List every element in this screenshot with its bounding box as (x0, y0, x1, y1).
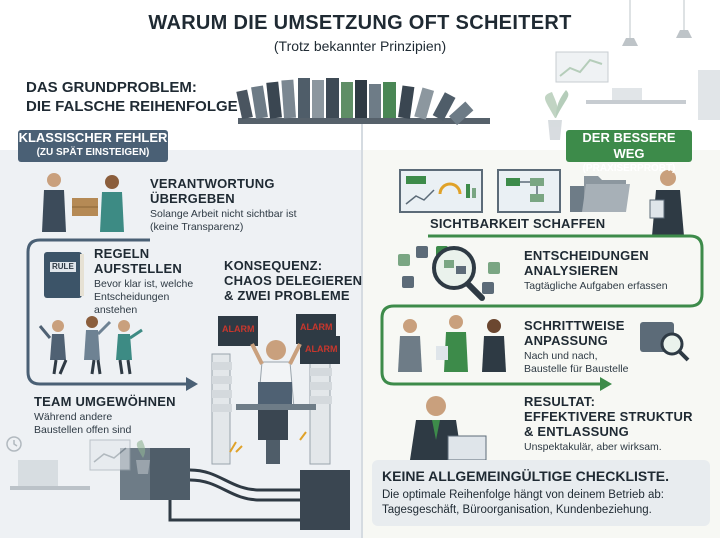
result-block: RESULTAT: EFFEKTIVERE STRUKTUR & ENTLASS… (524, 394, 693, 454)
panel-divider (361, 118, 363, 538)
left-step-2-sub-3: anstehen (94, 304, 138, 316)
alarm-label-2: ALARM (300, 322, 333, 332)
left-step-1-title-2: ÜBERGEBEN (150, 191, 235, 206)
classic-mistake-title: KLASSISCHER FEHLER (18, 130, 168, 145)
right-step-3-sub-2: Baustelle für Baustelle (524, 363, 629, 375)
arguing-team-icon (38, 316, 143, 375)
right-flow-arrow (380, 234, 704, 391)
left-step-3: TEAM UMGEWÖHNEN Während andere Baustelle… (34, 394, 176, 437)
left-flow-arrow (26, 238, 198, 391)
classic-mistake-tag: KLASSISCHER FEHLER (ZU SPÄT EINSTEIGEN) (18, 130, 168, 162)
team-meeting-icon (398, 315, 506, 372)
core-problem-line-2: DIE FALSCHE REIHENFOLGE (26, 98, 238, 115)
left-step-3-sub-1: Während andere (34, 411, 113, 423)
result-line-3: & ENTLASSUNG (524, 424, 629, 439)
better-way-tag: DER BESSERE WEG (PRAXISERPROBT) (566, 130, 692, 174)
result-sub: Unspektakulär, aber wirksam. (524, 441, 662, 453)
right-step-3: SCHRITTWEISE ANPASSUNG Nach und nach, Ba… (524, 318, 628, 376)
right-step-3-sub-1: Nach und nach, (524, 350, 598, 362)
laptop-man-icon (410, 396, 492, 464)
office-background-icon (544, 0, 720, 140)
consequence-line-2: CHAOS DELEGIEREN (224, 273, 363, 288)
left-step-2-sub-2: Entscheidungen (94, 291, 170, 303)
rule-book-icon (44, 252, 84, 298)
right-step-3-title-1: SCHRITTWEISE (524, 318, 625, 333)
result-line-2: EFFEKTIVERE STRUKTUR (524, 409, 693, 424)
left-step-2-title-2: AUFSTELLEN (94, 261, 182, 276)
better-way-subtitle: (PRAXISERPROBT) (582, 163, 676, 174)
consequence-line-3: & ZWEI PROBLEME (224, 288, 350, 303)
left-step-1-sub-1: Solange Arbeit nicht sichtbar ist (150, 208, 297, 220)
left-step-3-sub-2: Baustellen offen sind (34, 424, 132, 436)
page-subtitle: (Trotz bekannter Prinzipien) (273, 38, 447, 54)
no-checklist-text: Die optimale Reihenfolge hängt von deine… (382, 488, 702, 518)
dashboard-screen-icon (399, 169, 561, 213)
people-handover-icon (42, 173, 124, 232)
consequence-block: KONSEQUENZ: CHAOS DELEGIEREN & ZWEI PROB… (224, 258, 362, 303)
core-problem-heading: DAS GRUNDPROBLEM: DIE FALSCHE REIHENFOLG… (26, 78, 238, 116)
books-row-icon (236, 78, 490, 126)
right-step-2: ENTSCHEIDUNGEN ANALYSIEREN Tagtägliche A… (524, 248, 668, 293)
alarm-label-3: ALARM (305, 344, 338, 354)
no-checklist-text-2: Tagesgeschäft, Büroorganisation, Kundenb… (382, 504, 652, 516)
right-step-1-title: SICHTBARKEIT SCHAFFEN (430, 216, 606, 231)
left-step-1: VERANTWORTUNG ÜBERGEBEN Solange Arbeit n… (150, 176, 297, 234)
rule-book-label: RULE (52, 262, 74, 271)
classic-mistake-subtitle: (ZU SPÄT EINSTEIGEN) (36, 147, 150, 158)
consequence-line-1: KONSEQUENZ: (224, 258, 323, 273)
right-step-3-title-2: ANPASSUNG (524, 333, 608, 348)
no-checklist-title: KEINE ALLGEMEINGÜLTIGE CHECKLISTE. (382, 468, 670, 484)
magnifier-icon (398, 246, 500, 301)
left-step-2-title-1: REGELN (94, 246, 150, 261)
left-step-1-sub-2: (keine Transparenz) (150, 221, 244, 233)
no-checklist-box: KEINE ALLGEMEINGÜLTIGE CHECKLISTE. Die o… (372, 460, 710, 526)
folder-icon (570, 176, 630, 212)
left-step-3-title: TEAM UMGEWÖHNEN (34, 394, 176, 409)
left-step-2: REGELN AUFSTELLEN Bevor klar ist, welche… (94, 246, 193, 317)
right-step-2-title-1: ENTSCHEIDUNGEN (524, 248, 649, 263)
businessman-tablet-icon (649, 170, 684, 236)
right-step-2-title-2: ANALYSIEREN (524, 263, 619, 278)
left-step-2-sub-1: Bevor klar ist, welche (94, 278, 194, 290)
alarm-label-1: ALARM (222, 324, 255, 334)
search-document-icon (640, 322, 690, 362)
better-way-title: DER BESSERE WEG (582, 130, 676, 161)
no-checklist-text-1: Die optimale Reihenfolge hängt von deine… (382, 489, 664, 501)
page-title: WARUM DIE UMSETZUNG OFT SCHEITERT (148, 12, 572, 34)
result-line-1: RESULTAT: (524, 394, 596, 409)
core-problem-line-1: DAS GRUNDPROBLEM: (26, 79, 197, 96)
right-step-2-sub: Tagtägliche Aufgaben erfassen (524, 280, 668, 292)
office-decor-left-icon (6, 436, 150, 490)
left-step-1-title-1: VERANTWORTUNG (150, 176, 275, 191)
